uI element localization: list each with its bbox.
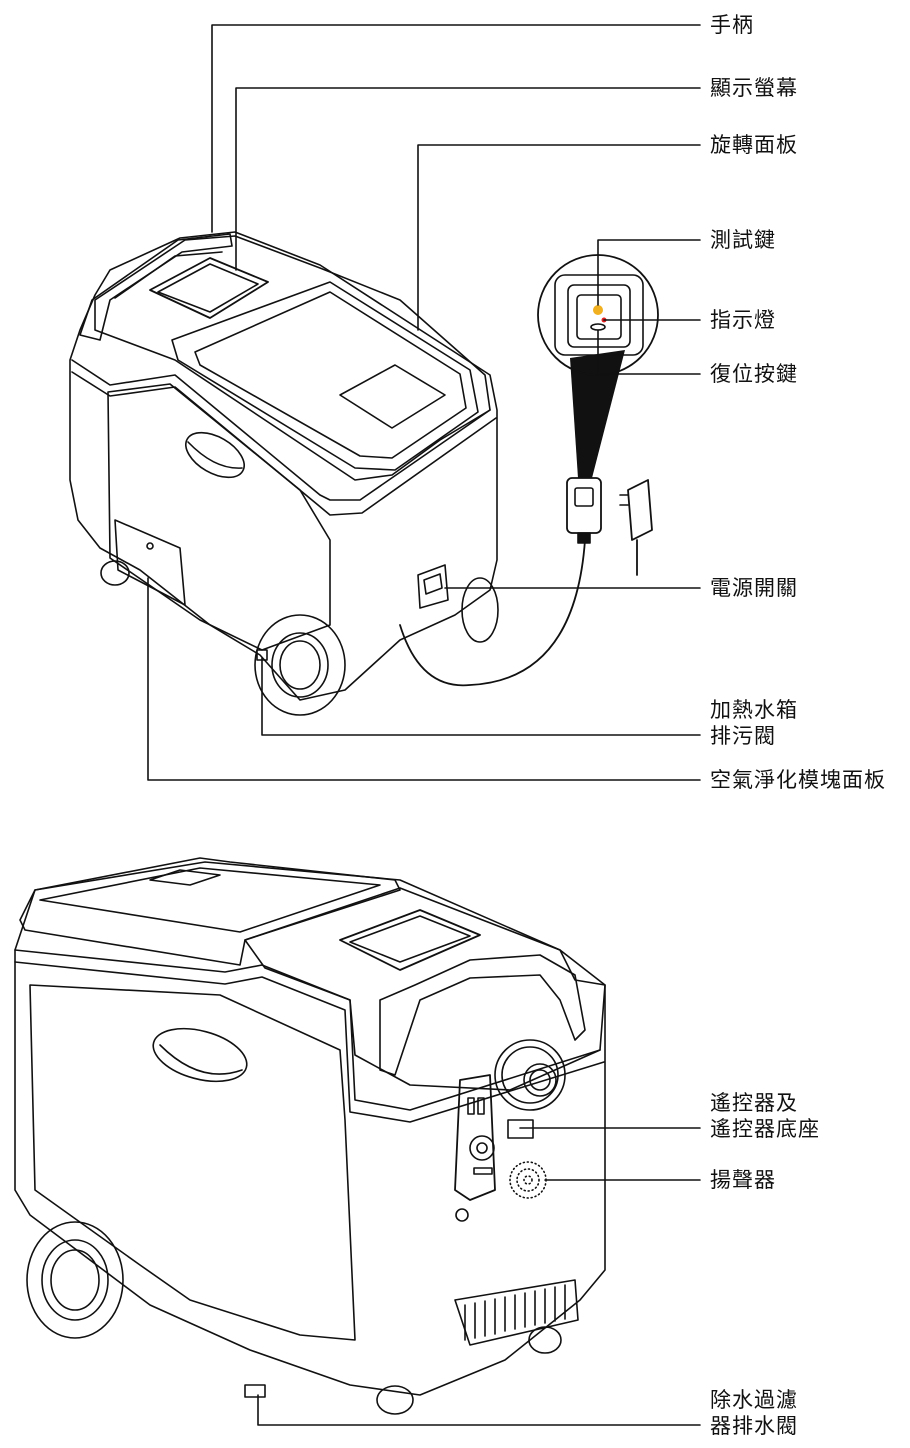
label-test-key: 測試鍵	[710, 228, 776, 252]
label-indicator: 指示燈	[710, 308, 776, 332]
label-rotating-panel: 旋轉面板	[710, 133, 798, 157]
label-filter-drain: 除水過濾 器排水閥	[710, 1388, 798, 1438]
label-speaker: 揚聲器	[710, 1168, 776, 1192]
leader-lines	[147, 24, 701, 1426]
leader-display	[235, 87, 701, 271]
top-unit-drawing	[69, 231, 659, 716]
leader-reset-key	[597, 329, 701, 375]
label-heating-drain: 加熱水箱 排污閥	[710, 698, 798, 748]
label-reset-key: 復位按鍵	[710, 362, 798, 386]
leader-air-panel	[147, 577, 701, 781]
leader-handle	[211, 24, 701, 233]
leader-test-key	[597, 239, 701, 306]
leader-heating-drain	[261, 657, 701, 736]
label-air-panel: 空氣淨化模塊面板	[710, 768, 886, 792]
label-remote: 遙控器及 遙控器底座	[710, 1091, 820, 1141]
label-handle: 手柄	[710, 13, 754, 37]
leader-filter-drain	[257, 1394, 701, 1426]
bottom-unit-drawing	[14, 857, 606, 1415]
label-power-switch: 電源開關	[710, 576, 798, 600]
test-button-dot	[593, 305, 603, 315]
label-display: 顯示螢幕	[710, 76, 798, 100]
leader-rotating-panel	[417, 144, 701, 331]
